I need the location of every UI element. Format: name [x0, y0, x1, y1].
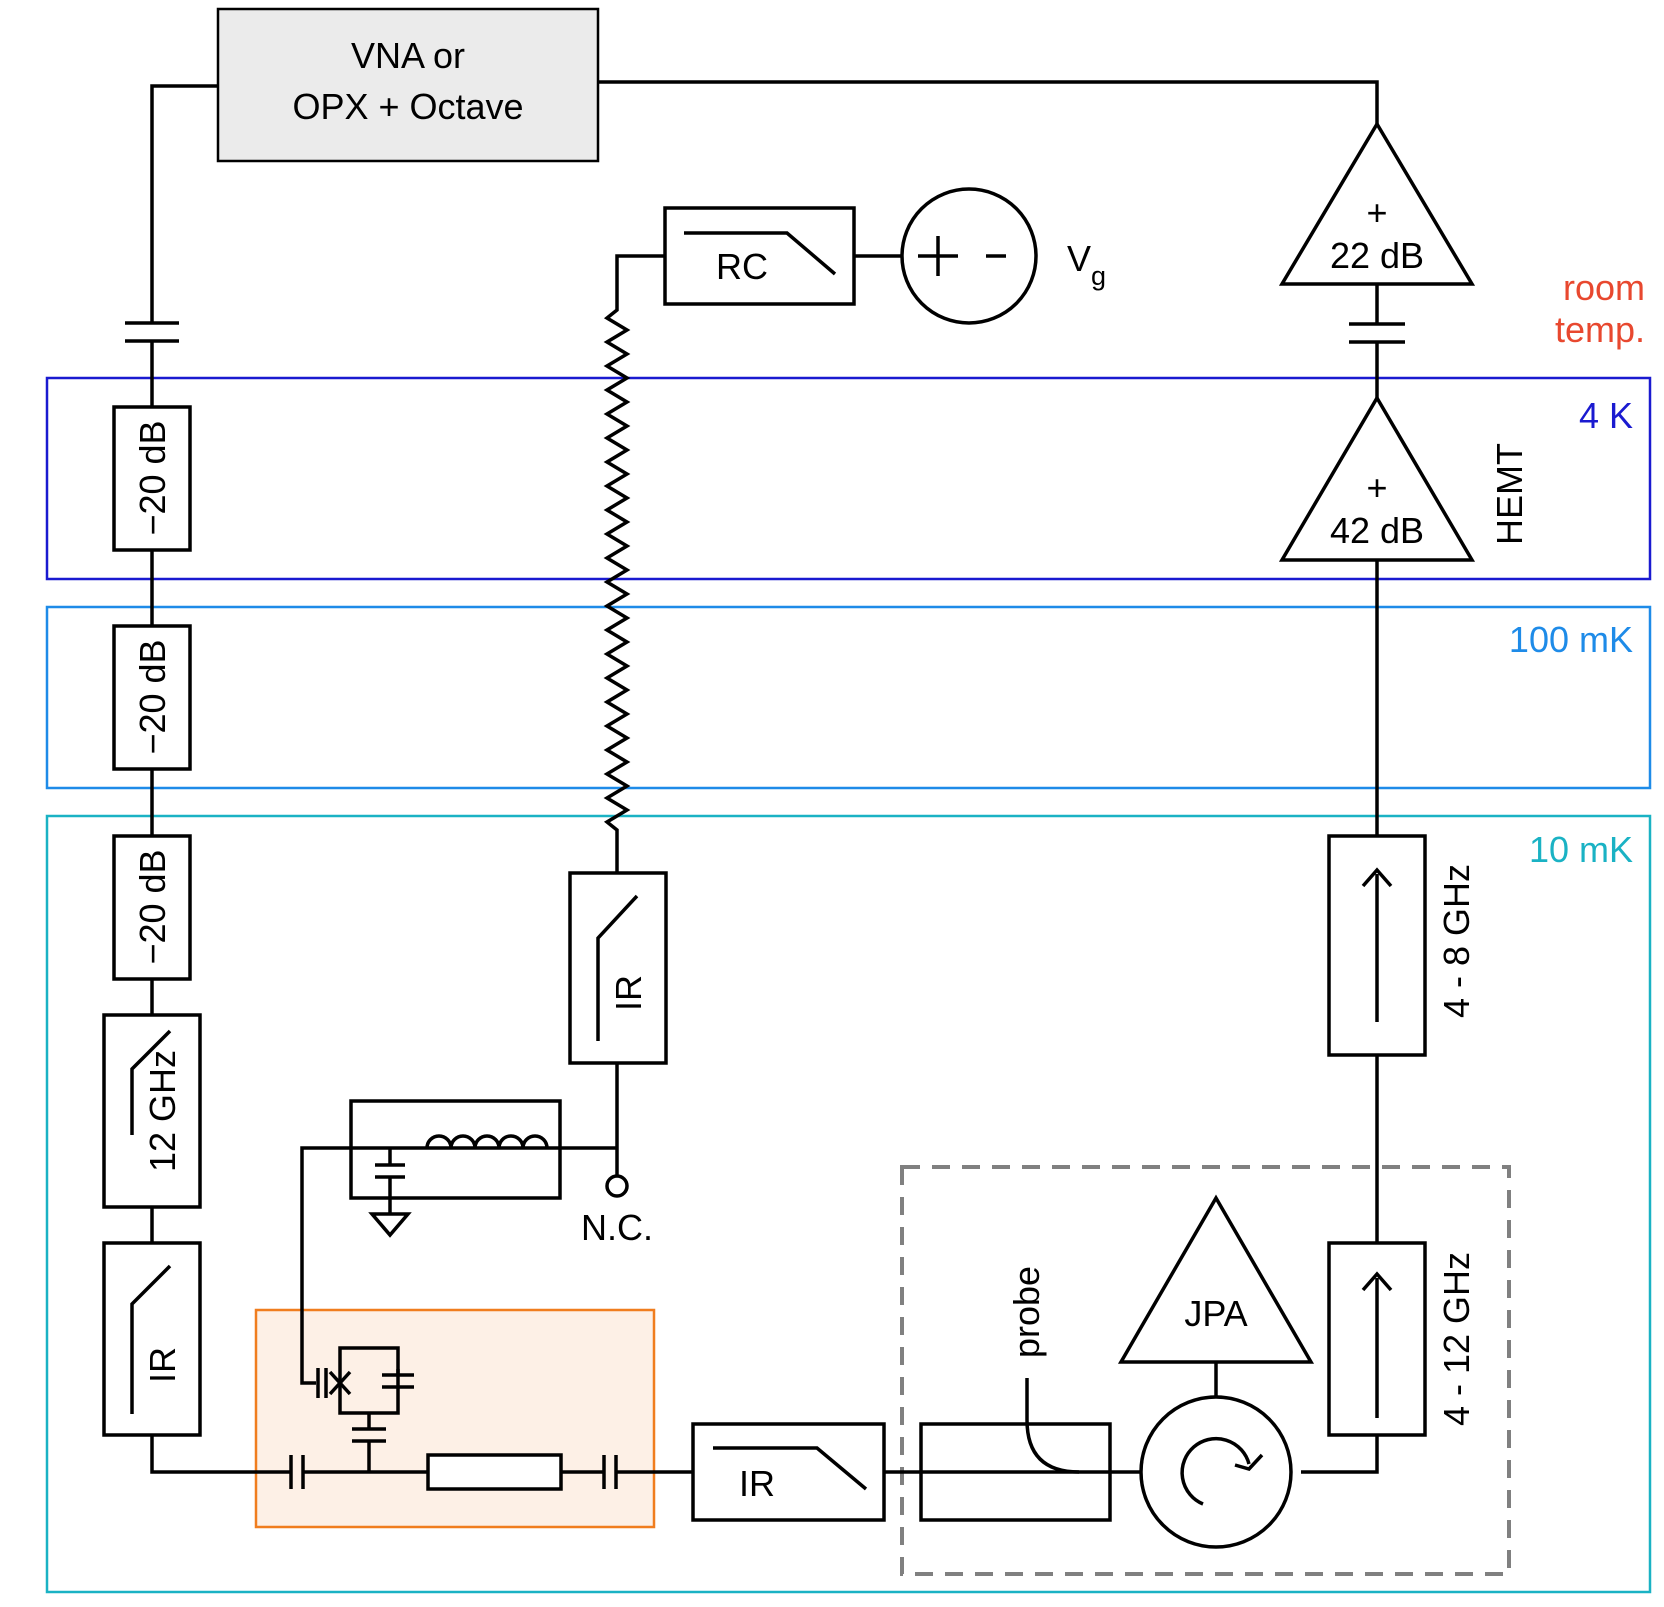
hemt-amp-sign: + [1366, 467, 1387, 508]
jpa-amplifier: JPA [1117, 1194, 1315, 1364]
stage-100mk-label: 100 mK [1509, 619, 1633, 660]
resonator-icon [426, 1453, 563, 1491]
input-wire-top [150, 84, 218, 323]
ir-filter-gate-symbol-icon [596, 894, 639, 1041]
lowpass-filter-12ghz: 12 GHz [102, 1013, 202, 1209]
ir-filter-input-symbol-icon [130, 1264, 172, 1414]
stage-100mk-region [45, 605, 1652, 790]
rc-filter: RC [663, 206, 856, 306]
source-box-line1: VNA or [351, 35, 465, 76]
attenuator-3: −20 dB [112, 834, 192, 981]
probe-label: probe [1006, 1266, 1047, 1358]
hemt-label: HEMT [1489, 443, 1530, 545]
stage-room-label-line1: room [1563, 267, 1645, 308]
ir-filter-output: IR [691, 1422, 886, 1522]
gate-wire-to-sample [300, 1146, 617, 1385]
stage-4k-region [45, 376, 1652, 581]
ir-filter-input: IR [102, 1241, 202, 1437]
isolator-lower-label: 4 - 12 GHz [1436, 1252, 1477, 1426]
circulator-arrow-icon [1180, 1436, 1251, 1506]
attenuator-2: −20 dB [112, 624, 192, 771]
ir-filter-input-label: IR [142, 1347, 183, 1383]
junction-icon [328, 1370, 352, 1396]
source-box [216, 7, 600, 163]
rc-filter-label: RC [716, 246, 768, 287]
isolator-4-8ghz: 4 - 8 GHz [1327, 834, 1477, 1057]
stage-10mk-label: 10 mK [1529, 829, 1633, 870]
jpa-label: JPA [1184, 1293, 1247, 1334]
dc-block-input [125, 321, 179, 343]
bias-tee [349, 1099, 562, 1238]
attenuator-1: −20 dB [112, 405, 192, 552]
gate-voltage-subscript: g [1091, 261, 1106, 291]
attenuator-2-label: −20 dB [132, 639, 173, 754]
plus-icon [918, 236, 958, 276]
room-temp-amplifier: + 22 dB [1278, 120, 1476, 286]
nc-label: N.C. [581, 1207, 653, 1248]
isolator-upper-arrow-icon [1361, 867, 1393, 888]
gate-wire-rc [615, 254, 665, 302]
circulator [1139, 1395, 1293, 1549]
gate-voltage-symbol: V [1067, 238, 1091, 279]
probe-line-icon [1025, 1378, 1080, 1474]
stage-10mk-region [45, 814, 1652, 1594]
sample-region [254, 1308, 656, 1529]
attenuator-3-label: −20 dB [132, 849, 173, 964]
sample-input-capacitor-icon [289, 1455, 305, 1489]
stage-4k-label: 4 K [1579, 395, 1633, 436]
output-wire-iso2-circ [1301, 1435, 1379, 1474]
output-wire-top [598, 80, 1379, 124]
isolator-lower-arrow-icon [1361, 1271, 1393, 1292]
room-amp-gain: 22 dB [1330, 235, 1424, 276]
ir-filter-output-label: IR [739, 1463, 775, 1504]
input-wire-to-sample [150, 1435, 291, 1474]
directional-coupler: probe [919, 1266, 1112, 1522]
inductor-icon [425, 1134, 549, 1149]
stage-room-label-line2: temp. [1555, 309, 1645, 350]
dc-block-output [1349, 322, 1405, 344]
lowpass-symbol-icon [130, 1029, 172, 1135]
lowpass-filter-label: 12 GHz [142, 1050, 183, 1172]
nc-terminal-icon [605, 1174, 629, 1198]
gate-voltage-label: Vg [1067, 238, 1106, 291]
sample-output-capacitor-icon [602, 1455, 618, 1489]
gate-resistor-zigzag [603, 302, 631, 873]
ir-filter-gate-label: IR [608, 975, 649, 1011]
isolator-upper-label: 4 - 8 GHz [1436, 864, 1477, 1018]
rc-filter-symbol-icon [684, 231, 837, 276]
sample-circuit [289, 1346, 618, 1491]
room-amp-sign: + [1366, 192, 1387, 233]
isolator-4-12ghz: 4 - 12 GHz [1327, 1241, 1477, 1437]
attenuator-1-label: −20 dB [132, 420, 173, 535]
hemt-amp-gain: 42 dB [1330, 510, 1424, 551]
readout-dashed-region [900, 1165, 1511, 1576]
ir-filter-output-symbol-icon [713, 1446, 868, 1491]
hemt-amplifier: + 42 dB [1278, 394, 1476, 562]
ground-icon [368, 1212, 412, 1238]
ir-filter-gate: IR [568, 871, 668, 1065]
voltage-source [900, 187, 1038, 325]
source-box-line2: OPX + Octave [292, 86, 523, 127]
